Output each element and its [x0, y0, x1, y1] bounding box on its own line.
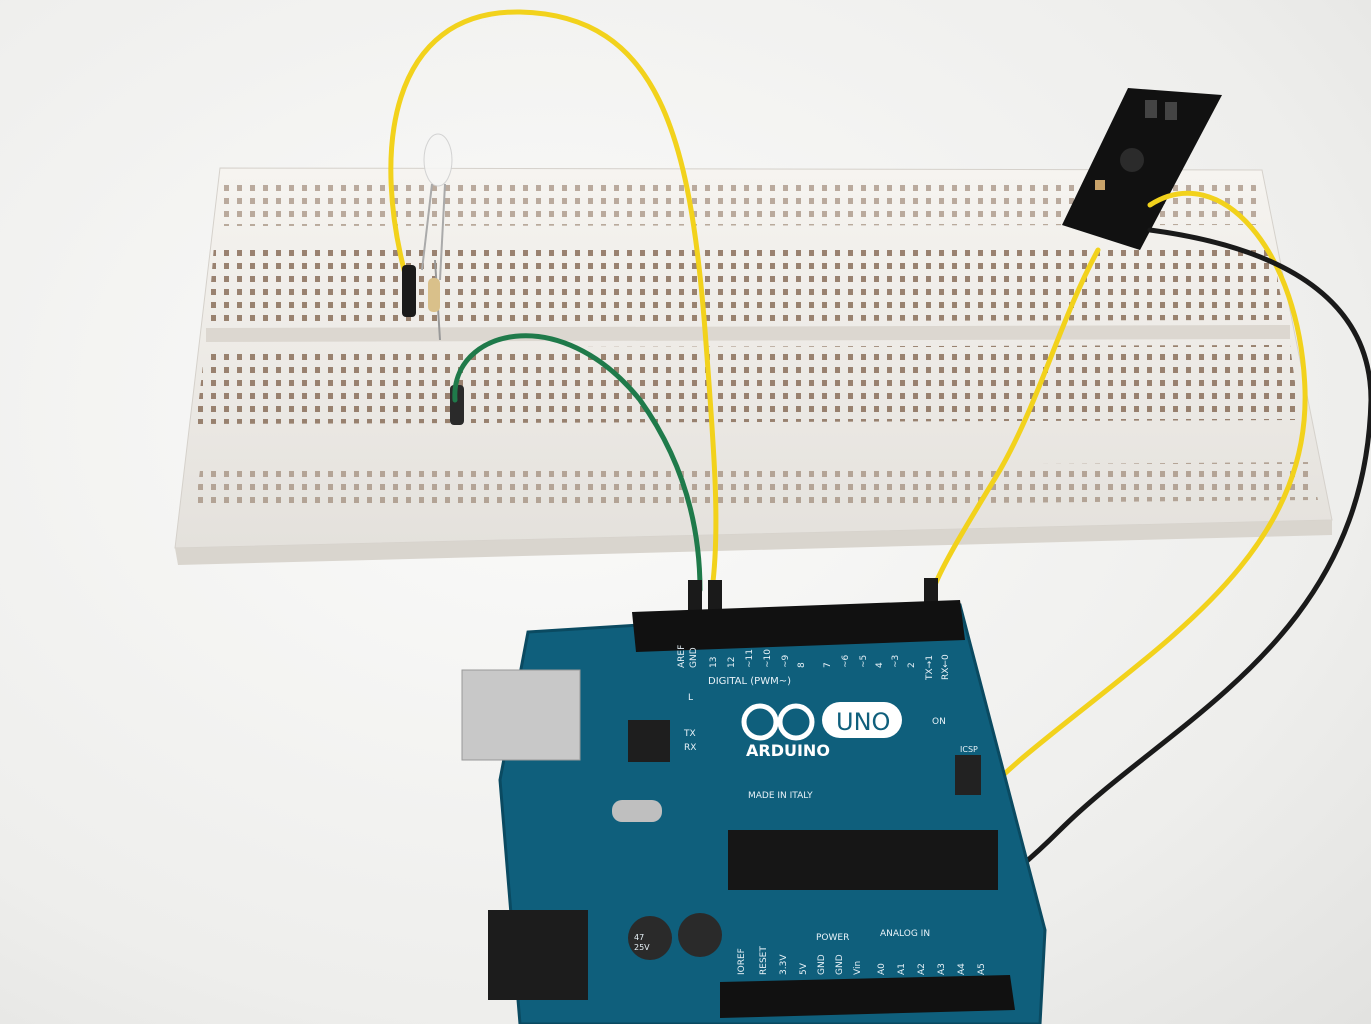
model-label: UNO	[836, 708, 890, 736]
power-jack	[488, 910, 588, 1000]
pin-label: AREF	[677, 645, 687, 668]
terminal-strip-upper	[208, 245, 1285, 322]
pin-label: ~10	[763, 649, 773, 668]
pin-label: A5	[977, 963, 987, 975]
power-rail-top	[218, 180, 1262, 226]
pin-label: ~9	[781, 654, 791, 668]
pin-label: 3.3V	[779, 954, 789, 975]
capacitor-voltage: 25V	[634, 943, 650, 952]
led-label-l: L	[688, 693, 693, 703]
pin-label: A1	[897, 963, 907, 975]
brand-label: ARDUINO	[746, 741, 830, 760]
wire-yellow-led	[388, 9, 719, 593]
pin-label: TX→1	[925, 655, 935, 681]
icsp-label: ICSP	[960, 745, 978, 754]
pin-label: ~5	[859, 655, 869, 668]
digital-header	[632, 600, 965, 652]
pin-label: 12	[727, 657, 737, 668]
wire-yellow-sensor-signal	[932, 247, 1101, 588]
breadboard	[174, 167, 1333, 565]
pin-label: RESET	[759, 946, 769, 975]
pin-label: GND	[817, 954, 827, 975]
pin-label: 7	[823, 662, 833, 668]
sensor-module	[1062, 88, 1222, 250]
led-label-on: ON	[932, 717, 946, 727]
terminal-strip-lower	[196, 345, 1300, 424]
pin-label: 8	[797, 662, 807, 668]
pin-label: RX←0	[941, 654, 951, 680]
digital-header-label: DIGITAL (PWM~)	[708, 676, 791, 687]
power-analog-header	[720, 975, 1015, 1018]
power-pin-labels: IOREF RESET 3.3V 5V GND GND Vin A0 A1 A2…	[737, 946, 987, 975]
pin-label: ~11	[745, 649, 755, 668]
arduino-uno-board: DIGITAL (PWM~) ARDUINO UNO MADE IN ITALY…	[461, 600, 1047, 1024]
pin-label: Vin	[853, 961, 863, 975]
power-rail-bottom	[195, 462, 1318, 510]
pin-label: ~6	[841, 654, 851, 668]
pin-label: 2	[907, 662, 917, 668]
wire-green	[452, 333, 703, 593]
pin-label: A2	[917, 963, 927, 975]
power-header-label: POWER	[816, 933, 849, 943]
pin-label: A3	[937, 963, 947, 975]
led-label-rx: RX	[684, 743, 696, 753]
pin-label: IOREF	[737, 948, 747, 975]
pin-label: 5V	[799, 962, 809, 975]
led	[421, 133, 453, 281]
analog-header-label: ANALOG IN	[880, 929, 930, 939]
led-label-tx: TX	[683, 729, 696, 739]
capacitor-value: 47	[634, 933, 644, 942]
pin-label: A4	[957, 963, 967, 975]
resistor	[428, 259, 464, 425]
pin-label: A0	[877, 963, 887, 975]
usb-port	[461, 669, 581, 761]
digital-pin-labels: AREF GND 13 12 ~11 ~10 ~9 8 7 ~6 ~5 4 ~3…	[677, 645, 951, 681]
pin-label: 13	[709, 657, 719, 668]
pin-label: GND	[689, 647, 699, 668]
uno-badge	[822, 702, 902, 738]
pin-label: GND	[835, 954, 845, 975]
origin-label: MADE IN ITALY	[748, 791, 813, 801]
pin-label: ~3	[891, 655, 901, 668]
crystal	[612, 800, 662, 822]
microcontroller-chip	[728, 830, 998, 890]
pin-label: 4	[875, 662, 885, 668]
